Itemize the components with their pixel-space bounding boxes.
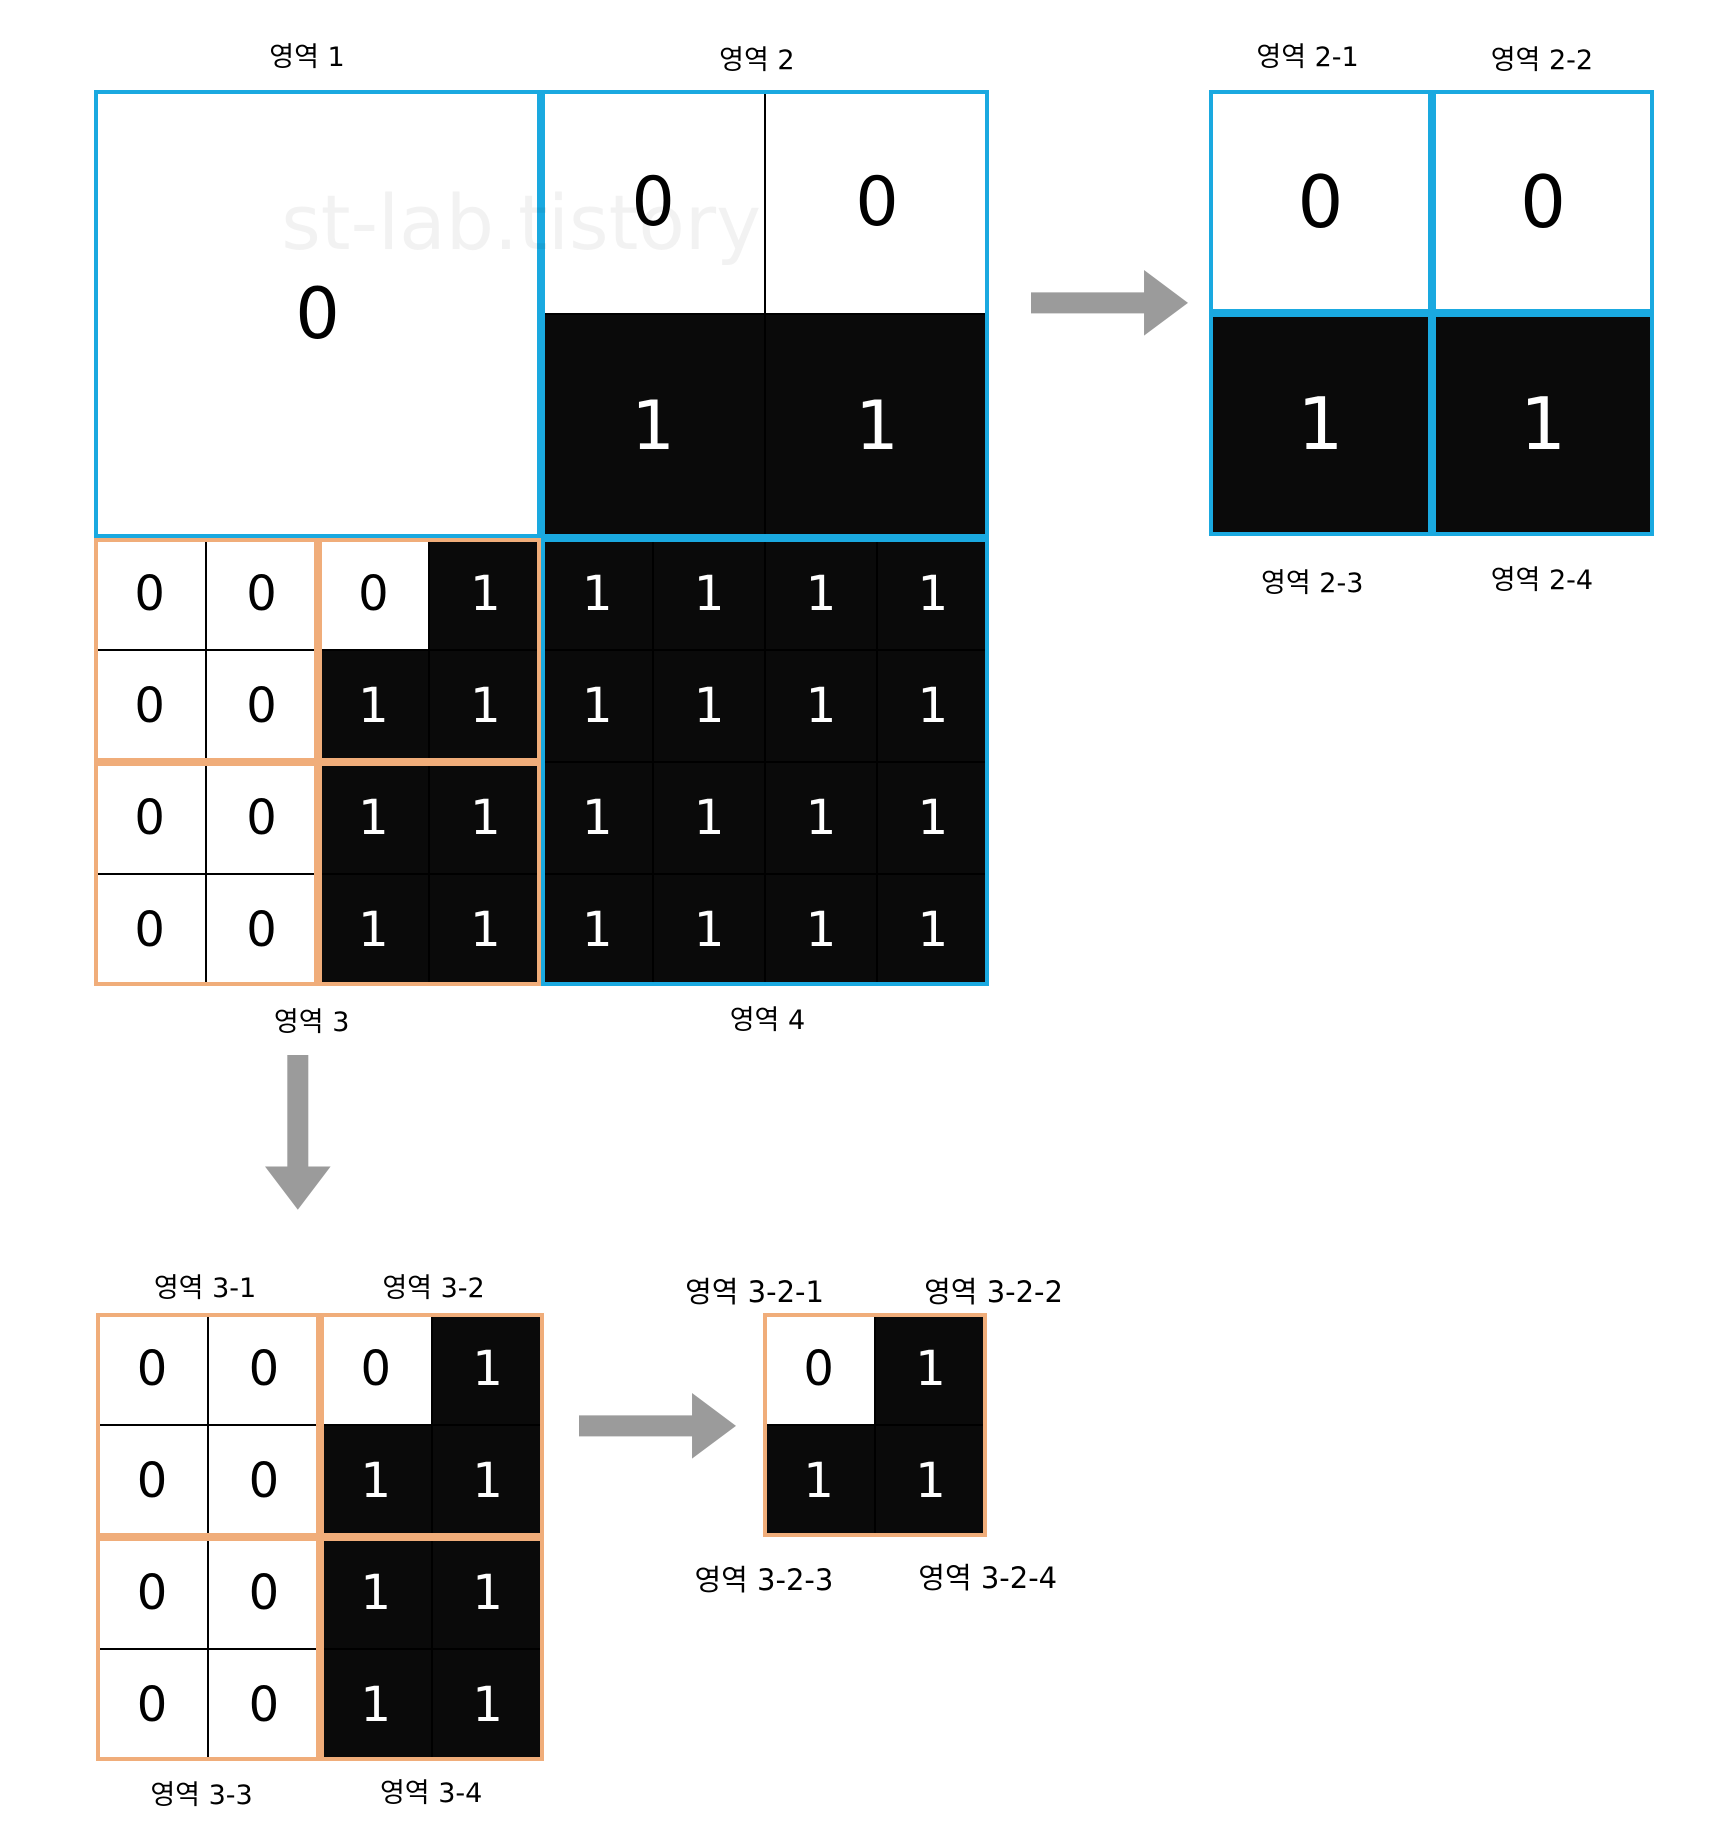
region3-split-cell: 1 [319,1425,432,1538]
region3-cell: 0 [93,650,206,763]
region3-cell: 0 [205,762,318,875]
watermark-text: st-lab.tistory [281,178,762,268]
region3-cell: 1 [429,874,542,987]
region4-cell: 1 [541,762,654,875]
region3-3-label: 영역 3-3 [150,1780,253,1812]
region4-cell: 1 [876,874,989,987]
region4-cell: 1 [765,762,877,875]
arrow-right-icon [578,1393,736,1459]
region3-2-4-label: 영역 3-2-4 [918,1560,1058,1595]
region2-cell: 1 [765,314,989,539]
arrow-down-icon [264,1055,331,1211]
region4-cell: 1 [653,874,766,987]
region3-split-cell: 1 [431,1649,544,1762]
region3-split-cell: 1 [431,1537,544,1650]
region3-cell: 1 [317,650,430,763]
region2-4-cell: 1 [1431,313,1655,536]
region3-cell: 0 [93,538,206,651]
region4-cell: 1 [876,538,989,651]
region4-cell: 1 [653,538,766,651]
region3-split-cell: 1 [431,1425,544,1538]
region3-2-1-cell: 0 [762,1313,875,1426]
region3-split-cell: 1 [431,1313,544,1426]
region3-split-cell: 0 [207,1313,320,1426]
region4-cell: 1 [765,650,877,763]
arrow-right-icon [1031,269,1189,336]
region3-split-cell: 0 [96,1425,208,1538]
region3-2-3-label: 영역 3-2-3 [694,1563,834,1598]
region2-2-label: 영역 2-2 [1490,44,1594,76]
region3-cell: 1 [429,650,542,763]
region3-split-cell: 0 [96,1649,208,1762]
region3-2-2-label: 영역 3-2-2 [924,1274,1063,1309]
region4-cell: 1 [876,650,989,763]
region3-cell: 0 [205,650,318,763]
region4-cell: 1 [876,762,989,875]
region3-split-cell: 0 [207,1537,320,1650]
region2-3-label: 영역 2-3 [1261,567,1364,599]
region3-split-cell: 0 [96,1537,208,1650]
region4-cell: 1 [653,650,766,763]
region3-cell: 0 [205,874,318,987]
region3-cell: 1 [317,874,430,987]
region1-cell: 0 [93,90,542,539]
region2-1-cell: 0 [1209,90,1432,314]
region3-cell: 0 [205,538,318,651]
region4-label: 영역 4 [729,1004,806,1036]
region3-cell: 0 [93,874,206,987]
region3-split-cell: 0 [207,1649,320,1762]
region3-2-label: 영역 3-2 [382,1273,485,1305]
region4-cell: 1 [541,538,654,651]
region3-split-cell: 0 [96,1313,208,1426]
region1-label: 영역 1 [269,42,345,74]
region4-cell: 1 [765,538,877,651]
region2-cell: 0 [765,90,989,315]
region3-cell: 1 [317,762,430,875]
region3-split-cell: 0 [319,1313,432,1426]
region3-2-3-cell: 1 [762,1425,875,1538]
region2-2-cell: 0 [1431,90,1655,314]
region3-split-cell: 1 [319,1649,432,1762]
region4-cell: 1 [541,650,654,763]
region2-cell: 1 [541,314,766,539]
region3-cell: 0 [317,538,430,651]
region2-1-label: 영역 2-1 [1256,42,1359,74]
region3-cell: 1 [429,538,542,651]
region3-2-2-cell: 1 [874,1313,987,1426]
region2-3-cell: 1 [1209,313,1432,536]
region3-1-label: 영역 3-1 [153,1273,257,1305]
region2-label: 영역 2 [719,44,795,76]
region3-cell: 1 [429,762,542,875]
region3-cell: 0 [93,762,206,875]
region4-cell: 1 [653,762,766,875]
region3-2-4-cell: 1 [874,1425,987,1538]
region3-4-label: 영역 3-4 [379,1777,483,1809]
region4-cell: 1 [541,874,654,987]
region2-4-label: 영역 2-4 [1490,565,1594,597]
region3-split-cell: 0 [207,1425,320,1538]
region4-cell: 1 [765,874,877,987]
region3-label: 영역 3 [273,1007,350,1039]
region3-split-cell: 1 [319,1537,432,1650]
region3-2-1-label: 영역 3-2-1 [685,1274,824,1309]
